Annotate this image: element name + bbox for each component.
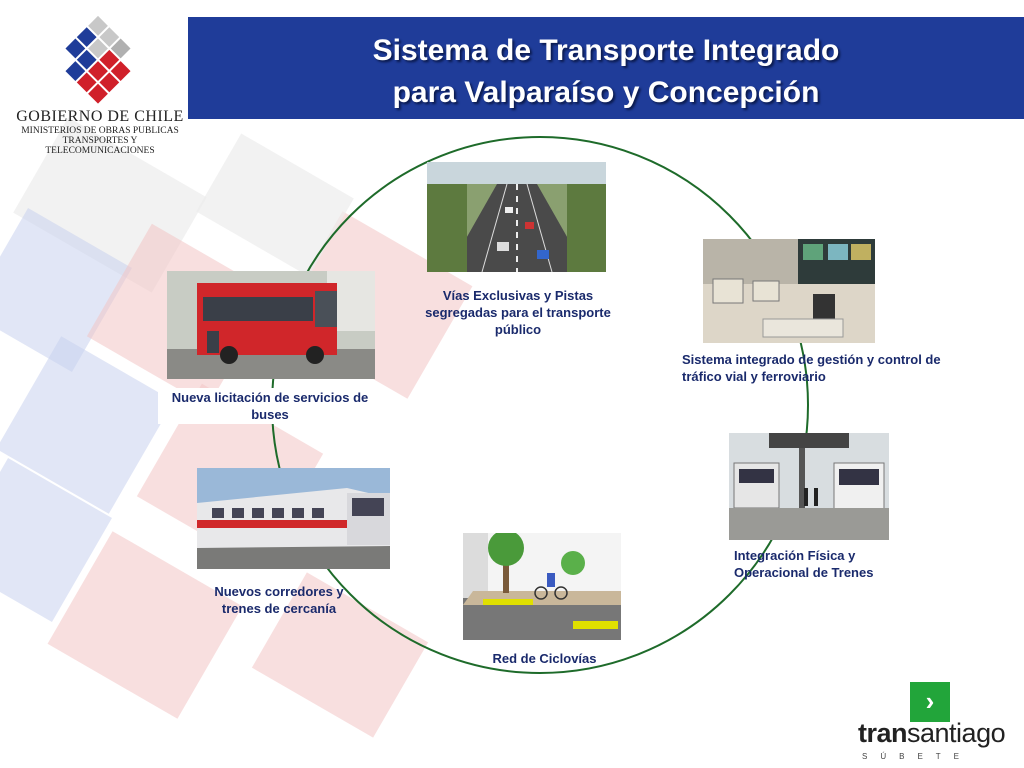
title-line: Sistema de Transporte Integrado xyxy=(372,34,840,67)
bike-lane-illustration xyxy=(463,533,621,640)
commuter-train-photo xyxy=(197,468,390,569)
title-line: para Valparaíso y Concepción xyxy=(392,76,820,109)
logo-subtitle: MINISTERIOS DE OBRAS PUBLICAS xyxy=(21,126,179,136)
brand-tagline: SÚBETE xyxy=(862,752,973,761)
logo-subtitle: TELECOMUNICACIONES xyxy=(45,146,155,156)
node-caption: Nuevos corredores y trenes de cercanía xyxy=(214,584,344,616)
node-caption: Sistema integrado de gestión y control d… xyxy=(682,352,941,384)
logo-text: GOBIERNO DE CHILE MINISTERIOS DE OBRAS P… xyxy=(10,108,190,156)
brand-santiago: santiago xyxy=(907,718,1006,748)
train-station-photo xyxy=(729,433,889,540)
brand-tran: tran xyxy=(858,718,908,748)
bus-photo xyxy=(167,271,375,379)
page-title: Sistema de Transporte Integrado para Val… xyxy=(188,30,1024,114)
node-caption: Vías Exclusivas y Pistas segregadas para… xyxy=(425,288,611,337)
node-caption: Integración Física y Operacional de Tren… xyxy=(734,548,874,580)
node-caption: Red de Ciclovías xyxy=(492,651,597,666)
logo-subtitle: TRANSPORTES Y xyxy=(62,136,138,146)
gobierno-de-chile-logo xyxy=(65,15,131,104)
title-banner xyxy=(188,17,1024,119)
transantiago-logo: transantiago xyxy=(858,718,1006,749)
road-photo xyxy=(427,162,606,272)
control-room-photo xyxy=(703,239,875,343)
logo-title: GOBIERNO DE CHILE xyxy=(16,108,184,125)
transantiago-arrow-icon: › xyxy=(910,682,950,722)
node-caption: Nueva licitación de servicios de buses xyxy=(158,388,382,424)
